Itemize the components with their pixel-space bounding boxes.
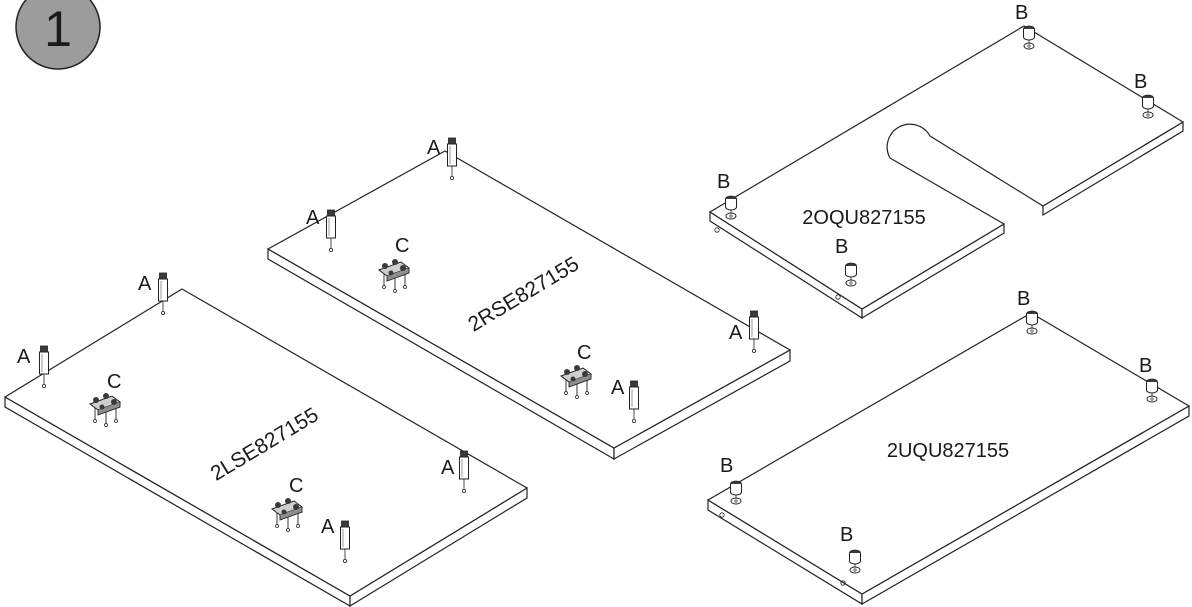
hinge-plate-c: C bbox=[560, 342, 592, 399]
part-letter-a: A bbox=[441, 457, 455, 479]
step-number: 1 bbox=[44, 1, 72, 57]
panel-bottom-face bbox=[707, 312, 1190, 595]
part-letter-b: B bbox=[1017, 288, 1030, 310]
part-letter-b: B bbox=[720, 455, 733, 477]
cam-lock-b: B bbox=[840, 524, 861, 574]
edge-hole bbox=[835, 294, 841, 300]
dowel-a: A bbox=[306, 207, 336, 253]
cam-lock-b: B bbox=[835, 236, 857, 287]
panel-left-side-face bbox=[4, 288, 528, 597]
edge-hole bbox=[840, 580, 846, 586]
part-letter-b: B bbox=[1134, 71, 1147, 93]
step-badge-circle bbox=[15, 0, 101, 70]
part-letter-c: C bbox=[395, 235, 409, 257]
dowel-a: A bbox=[611, 377, 639, 424]
edge-hole bbox=[714, 227, 720, 233]
dowel-a: A bbox=[427, 137, 457, 181]
cam-lock-b: B bbox=[717, 171, 737, 220]
panel-right-side-face bbox=[267, 150, 791, 449]
part-letter-a: A bbox=[729, 322, 743, 344]
part-letter-a: A bbox=[306, 207, 320, 229]
part-letter-b: B bbox=[835, 236, 848, 258]
dowel-a: A bbox=[441, 450, 469, 494]
part-letter-b: B bbox=[1139, 355, 1152, 377]
edge-hole bbox=[719, 512, 725, 518]
part-letter-b: B bbox=[1015, 2, 1028, 24]
part-letter-a: A bbox=[427, 137, 441, 159]
panel-bottom: 2UQU827155 B B B B bbox=[707, 288, 1190, 606]
panel-bottom-code: 2UQU827155 bbox=[887, 440, 1009, 462]
dowel-a: A bbox=[321, 516, 350, 564]
part-letter-b: B bbox=[840, 524, 853, 546]
panel-top-code: 2OQU827155 bbox=[802, 207, 925, 229]
part-letter-c: C bbox=[577, 342, 591, 364]
part-letter-a: A bbox=[138, 273, 152, 295]
cam-lock-b: B bbox=[1017, 288, 1038, 335]
panel-left-side: 2LSE827155 A A A A C C bbox=[4, 272, 528, 607]
hinge-plate-c: C bbox=[89, 371, 121, 427]
part-letter-c: C bbox=[107, 371, 121, 393]
hinge-plate-c: C bbox=[271, 475, 303, 532]
dowel-a: A bbox=[17, 345, 49, 389]
cam-lock-b: B bbox=[1139, 355, 1158, 403]
dowel-a: A bbox=[729, 310, 759, 354]
part-letter-a: A bbox=[611, 377, 625, 399]
part-letter-a: A bbox=[321, 516, 335, 538]
cam-lock-b: B bbox=[720, 455, 742, 505]
panel-right-side: 2RSE827155 A A A A C C bbox=[267, 137, 791, 461]
part-letter-b: B bbox=[717, 171, 730, 193]
step-number-badge: 1 bbox=[15, 0, 101, 70]
cam-lock-b: B bbox=[1015, 2, 1035, 50]
panel-top-face bbox=[709, 25, 1184, 310]
panel-top: 2OQU827155 B B B B bbox=[709, 2, 1184, 320]
part-letter-c: C bbox=[289, 475, 303, 497]
part-letter-a: A bbox=[17, 346, 31, 368]
hinge-plate-c: C bbox=[378, 235, 410, 293]
cam-lock-b: B bbox=[1134, 71, 1154, 119]
dowel-a: A bbox=[138, 272, 168, 316]
